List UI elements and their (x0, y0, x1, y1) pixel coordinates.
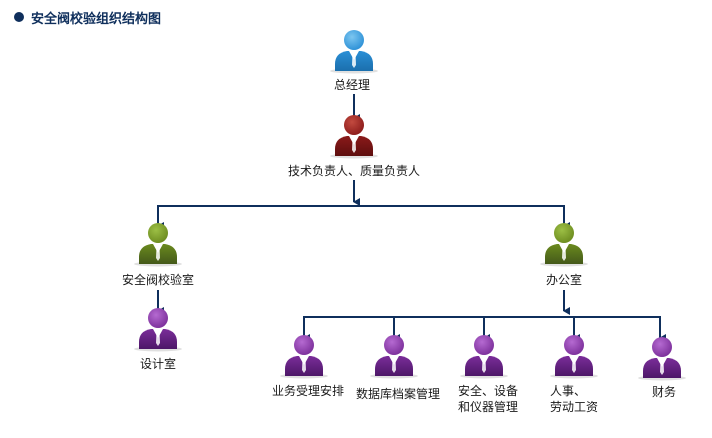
node-label-finance: 财务 (651, 385, 676, 399)
node-label-safety-line-2: 和仪器管理 (457, 400, 518, 414)
gm-person-icon (330, 30, 378, 74)
business-person-icon (280, 335, 328, 379)
node-label-safety: 安全、设备 和仪器管理 (442, 383, 534, 415)
finance-person-icon (638, 337, 686, 381)
node-label-hr-line-1: 人事、 (550, 384, 587, 398)
diagram-title: 安全阀校验组织结构图 (14, 8, 162, 27)
bullet-icon (14, 12, 24, 22)
hr-person-icon (550, 335, 598, 379)
database-person-icon (370, 335, 418, 379)
connectors (157, 94, 666, 342)
safety-person-icon (460, 335, 508, 379)
node-label-business: 业务受理安排 (271, 384, 344, 398)
node-label-hr: 人事、 劳动工资 (536, 383, 616, 415)
node-label-tech: 技术负责人、质量负责人 (287, 164, 420, 178)
node-label-office: 办公室 (545, 273, 582, 287)
node-label-design: 设计室 (139, 357, 176, 371)
lab-person-icon (134, 223, 182, 267)
node-label-database: 数据库档案管理 (355, 387, 440, 401)
title-text: 安全阀校验组织结构图 (31, 11, 162, 27)
design-person-icon (134, 308, 182, 352)
node-label-safety-line-1: 安全、设备 (457, 384, 518, 398)
node-label-gm: 总经理 (333, 78, 370, 92)
node-label-hr-line-2: 劳动工资 (550, 400, 599, 414)
node-label-lab: 安全阀校验室 (121, 273, 194, 287)
office-person-icon (540, 223, 588, 267)
tech-person-icon (330, 115, 378, 159)
